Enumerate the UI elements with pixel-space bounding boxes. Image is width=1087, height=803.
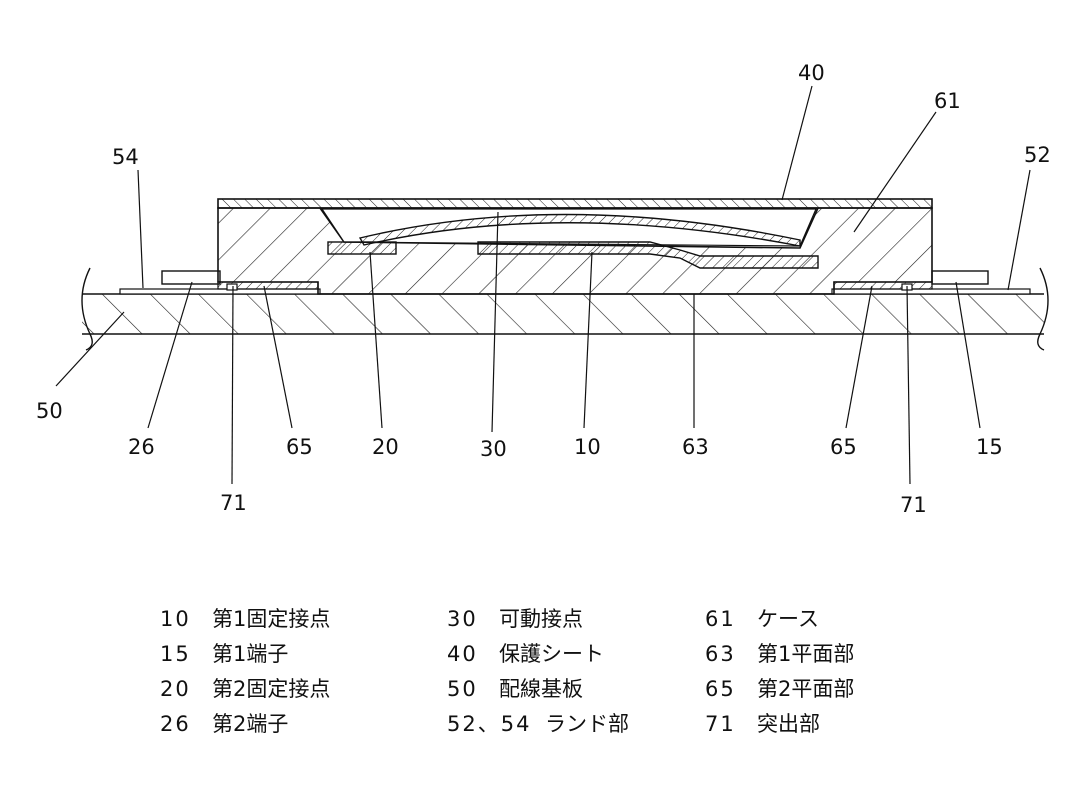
- protective-sheet: [217, 198, 933, 209]
- legend-number: 61: [705, 607, 736, 631]
- legend-item: 10 第1固定接点: [160, 602, 330, 637]
- callout-26: 26: [128, 435, 155, 459]
- legend-item: 30 可動接点: [447, 602, 629, 637]
- legend-item: 52、54 ランド部: [447, 707, 629, 742]
- legend-number: 10: [160, 607, 191, 631]
- legend-number: 50: [447, 677, 478, 701]
- legend-item: 40 保護シート: [447, 637, 629, 672]
- leader-lines: [55, 85, 1031, 485]
- callout-71-right: 71: [900, 493, 927, 517]
- legend-number: 40: [447, 642, 478, 666]
- legend-text: 第1端子: [212, 642, 289, 666]
- legend-column-1: 10 第1固定接点 15 第1端子 20 第2固定接点 26 第2端子: [160, 602, 330, 742]
- callout-54: 54: [112, 145, 139, 169]
- legend-item: 71 突出部: [705, 707, 854, 742]
- legend-item: 15 第1端子: [160, 637, 330, 672]
- legend-column-2: 30 可動接点 40 保護シート 50 配線基板 52、54 ランド部: [447, 602, 629, 742]
- callout-labels: 40 61 54 52 50 26 65 20 30 10 63 65 15 7…: [36, 61, 1051, 517]
- legend-text: 第1固定接点: [212, 607, 331, 631]
- legend-item: 20 第2固定接点: [160, 672, 330, 707]
- callout-71-left: 71: [220, 491, 247, 515]
- legend-text: 第2固定接点: [212, 677, 331, 701]
- legend-item: 63 第1平面部: [705, 637, 854, 672]
- legend-column-3: 61 ケース 63 第1平面部 65 第2平面部 71 突出部: [705, 602, 854, 742]
- wiring-board: [81, 267, 1049, 351]
- legend-number: 52、54: [447, 712, 532, 736]
- legend-text: 第1平面部: [757, 642, 855, 666]
- callout-50: 50: [36, 399, 63, 423]
- second-fixed-contact: [327, 241, 397, 255]
- legend-item: 61 ケース: [705, 602, 854, 637]
- callout-40: 40: [798, 61, 825, 85]
- legend-number: 20: [160, 677, 191, 701]
- legend-number: 71: [705, 712, 736, 736]
- legend-text: 第2端子: [212, 712, 289, 736]
- legend-item: 26 第2端子: [160, 707, 330, 742]
- legend-text: ランド部: [545, 712, 629, 736]
- callout-65-right: 65: [830, 435, 857, 459]
- callout-61: 61: [934, 89, 961, 113]
- callout-10: 10: [574, 435, 601, 459]
- legend-item: 65 第2平面部: [705, 672, 854, 707]
- callout-15: 15: [976, 435, 1003, 459]
- legend-text: 可動接点: [499, 607, 583, 631]
- legend-number: 65: [705, 677, 736, 701]
- legend-item: 50 配線基板: [447, 672, 629, 707]
- first-fixed-contact: [477, 241, 819, 269]
- legend-text: 配線基板: [499, 677, 583, 701]
- legend-text: 突出部: [757, 712, 820, 736]
- cross-section-diagram: 40 61 54 52 50 26 65 20 30 10 63 65 15 7…: [36, 61, 1051, 517]
- legend-number: 30: [447, 607, 478, 631]
- legend-text: 第2平面部: [757, 677, 855, 701]
- callout-30: 30: [480, 437, 507, 461]
- callout-65-left: 65: [286, 435, 313, 459]
- legend-number: 15: [160, 642, 191, 666]
- legend-number: 26: [160, 712, 191, 736]
- callout-20: 20: [372, 435, 399, 459]
- legend-text: ケース: [757, 607, 819, 631]
- callout-63: 63: [682, 435, 709, 459]
- callout-52: 52: [1024, 143, 1051, 167]
- legend-number: 63: [705, 642, 736, 666]
- legend-text: 保護シート: [499, 642, 604, 666]
